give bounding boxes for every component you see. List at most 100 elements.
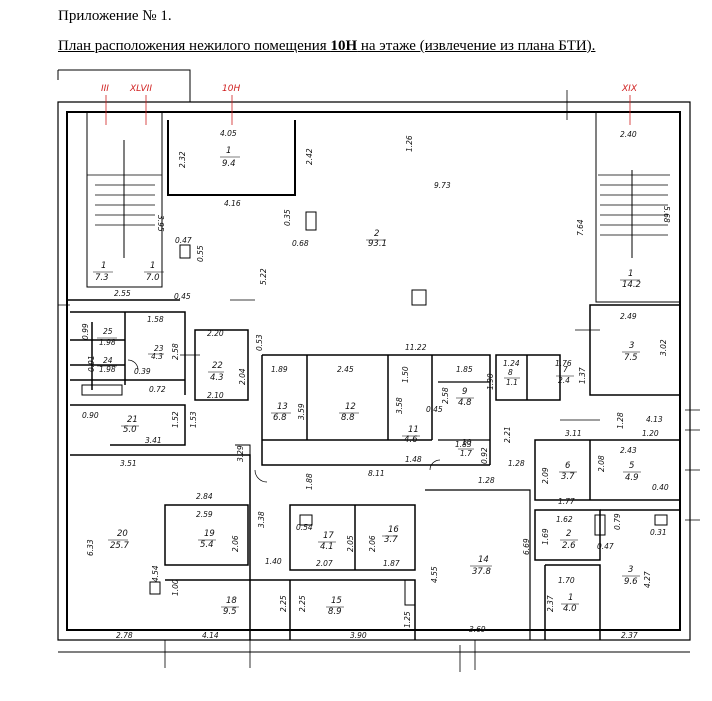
room-area: 93.1	[368, 239, 387, 249]
dimension: 1.85	[456, 365, 473, 374]
dimension: 1.25	[403, 611, 412, 628]
room-area: 4.3	[210, 373, 224, 383]
dimension: 0.40	[652, 483, 669, 492]
dimension: 1.77	[558, 497, 575, 506]
dimension: 0.47	[597, 542, 614, 551]
dimension: 2.20	[207, 329, 224, 338]
room-number: 1	[628, 269, 633, 279]
room-labels: 19.4 293.1 17.3 17.0 114.2 251.98 234.3 …	[95, 146, 641, 617]
room-area: 4.3	[151, 352, 163, 361]
dimension: 5.68	[662, 206, 671, 223]
room-area: 25.7	[110, 541, 130, 551]
dimension: 2.37	[621, 631, 638, 640]
dimension: 2.55	[114, 289, 131, 298]
dimension: 2.07	[316, 559, 333, 568]
dimension: 2.21	[503, 426, 512, 443]
dimension: 3.51	[120, 459, 137, 468]
room-area: 8.9	[328, 607, 342, 617]
axis-label-10n: 10Н	[222, 84, 240, 94]
dimension: 0.47	[175, 236, 192, 245]
room-number: 21	[127, 415, 138, 425]
dimension: 2.40	[620, 130, 637, 139]
room-area: 6.8	[273, 413, 287, 423]
dimension: 0.39	[134, 367, 151, 376]
dimension: 6.33	[86, 539, 95, 556]
dimension: 3.59	[297, 403, 306, 420]
dimension: 1.48	[405, 455, 422, 464]
room-number: 5	[629, 461, 634, 471]
dimension: 2.10	[207, 391, 224, 400]
dimension: 1.70	[558, 576, 575, 585]
room-number: 3	[628, 565, 633, 575]
dimension: 3.02	[659, 339, 668, 356]
dimension: 1.20	[642, 429, 659, 438]
plan-caption: План расположения нежилого помещения 10Н…	[58, 38, 595, 55]
dimension: 1.37	[578, 367, 587, 384]
room-area: 4.1	[320, 542, 334, 552]
dimension: 4.54	[151, 565, 160, 582]
dimension: 0.55	[196, 245, 205, 262]
room-area: 14.2	[622, 280, 641, 290]
room-number: 20	[117, 529, 128, 539]
dimension-labels: 4.05 2.32 2.42 1.26 2.40 4.16 9.73 3.95 …	[81, 129, 671, 640]
room-area: 9.6	[624, 577, 638, 587]
dimension: 7.64	[576, 219, 585, 236]
room-area: 4.8	[458, 398, 472, 408]
room-area: 4.6	[404, 435, 418, 445]
dimension: 4.05	[220, 129, 237, 138]
room-number: 7	[563, 365, 568, 374]
dimension: 2.42	[305, 148, 314, 165]
dimension: 2.32	[178, 151, 187, 168]
room-area: 9.4	[222, 159, 236, 169]
room-number: 3	[629, 341, 634, 351]
dimension: 3.29	[236, 445, 245, 462]
dimension: 1.50	[401, 366, 410, 383]
dimension: 0.54	[296, 523, 313, 532]
dimension: 1.89	[271, 365, 288, 374]
dimension: 2.09	[541, 467, 550, 484]
caption-post: на этаже (извлечение из плана БТИ).	[357, 38, 596, 54]
room-area: 7.0	[146, 273, 160, 283]
room-number: 16	[388, 525, 399, 535]
dimension: 3.41	[145, 436, 162, 445]
dimension: 1.52	[171, 411, 180, 428]
dimension: 4.14	[202, 631, 219, 640]
dimension: 0.68	[292, 239, 309, 248]
dimension: 4.13	[646, 415, 663, 424]
dimension: 1.28	[616, 412, 625, 429]
room-area: 9.5	[223, 607, 237, 617]
axis-label-xix: XIX	[621, 84, 638, 94]
dimension: 0.53	[255, 334, 264, 351]
dimension: 0.72	[149, 385, 166, 394]
room-number: 24	[103, 356, 113, 365]
room-area: 7.5	[624, 353, 638, 363]
room-area: 5.0	[123, 425, 137, 435]
room-number: 15	[331, 596, 342, 606]
room-number: 17	[323, 531, 334, 541]
dimension: 2.58	[171, 343, 180, 360]
dimension: 1.90	[486, 373, 495, 390]
dimension: 2.05	[346, 535, 355, 552]
dimension: 4.27	[643, 571, 652, 588]
room-number: 2	[374, 229, 379, 239]
room-number: 8	[508, 368, 513, 377]
dimension: 2.37	[546, 595, 555, 612]
room-area: 1.98	[99, 365, 116, 374]
appendix-title: Приложение № 1.	[58, 8, 172, 24]
dimension: 0.92	[480, 447, 489, 464]
dimension: 1.00	[171, 579, 180, 596]
caption-pre: План расположения нежилого помещения	[58, 38, 331, 54]
room-area: 37.8	[472, 567, 492, 577]
dimension: 3.11	[565, 429, 582, 438]
room-number: 13	[277, 402, 288, 412]
room-area: 1.7	[460, 449, 472, 458]
dimension: 2.45	[337, 365, 354, 374]
dimension: 1.40	[265, 557, 282, 566]
dimension: 2.04	[238, 368, 247, 385]
caption-room-code: 10Н	[330, 38, 358, 54]
dimension: 0.31	[650, 528, 667, 537]
dimension: 0.90	[82, 411, 99, 420]
dimension: 2.06	[231, 535, 240, 552]
room-number: 2	[566, 529, 571, 539]
